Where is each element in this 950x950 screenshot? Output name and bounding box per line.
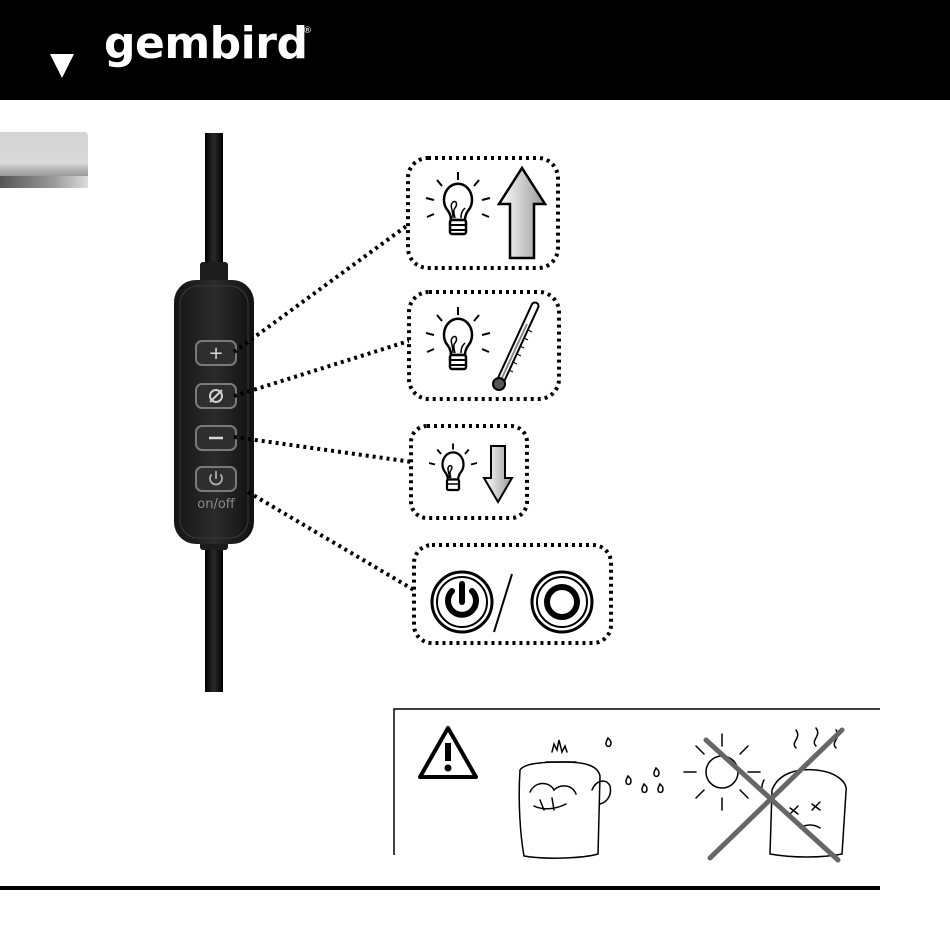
callout-brightness-up xyxy=(408,158,558,268)
power-on-icon xyxy=(432,572,492,632)
connector-power xyxy=(248,492,414,590)
power-button[interactable] xyxy=(196,467,236,491)
connector-color xyxy=(234,340,412,396)
minus-button[interactable] xyxy=(196,426,236,450)
callout-power xyxy=(414,545,611,643)
color-temperature-button[interactable] xyxy=(196,384,236,408)
cable-bottom xyxy=(205,540,223,692)
warning-triangle-icon xyxy=(420,728,476,777)
connector-minus xyxy=(234,437,412,462)
cable-top xyxy=(205,133,223,268)
power-label: on/off xyxy=(197,497,236,512)
warning-panel xyxy=(394,709,880,860)
callout-brightness-down xyxy=(411,426,527,518)
connector-plus xyxy=(234,222,412,352)
no-moisture-icon xyxy=(519,738,663,858)
footer-rule xyxy=(0,886,880,890)
prohibition-cross xyxy=(706,730,842,860)
plus-symbol: + xyxy=(208,343,223,364)
power-off-icon xyxy=(532,572,592,632)
plus-button[interactable]: + xyxy=(196,341,236,365)
callout-color-temperature xyxy=(409,292,559,399)
